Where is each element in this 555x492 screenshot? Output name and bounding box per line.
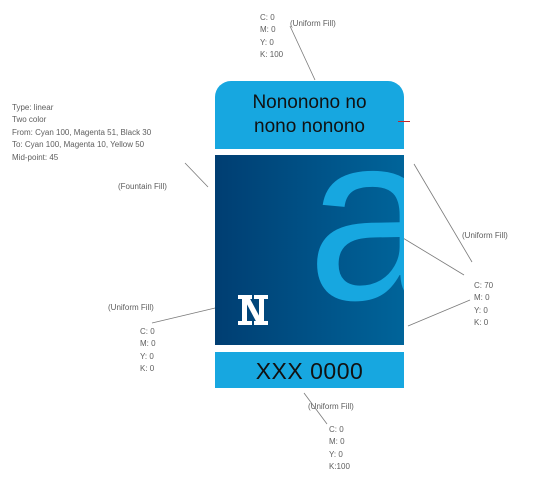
callout-bottom-values: C: 0 M: 0 Y: 0 K:100	[329, 424, 350, 474]
leader-top	[289, 25, 316, 81]
callout-left-values: C: 0 M: 0 Y: 0 K: 0	[140, 326, 156, 376]
callout-right-line: M: 0	[474, 293, 490, 303]
callout-gradient-line: Mid-point: 45	[12, 152, 59, 162]
callout-right-line: K: 0	[474, 318, 489, 328]
red-marker	[398, 121, 410, 122]
callout-gradient-line: Type: linear	[12, 103, 54, 112]
leader-gradient	[184, 162, 209, 188]
leader-right-1	[413, 163, 473, 263]
sign-top-band: Nononono no nono nonono	[215, 81, 404, 149]
callout-bottom-line: C: 0	[329, 425, 344, 434]
callout-top-line: K: 100	[260, 50, 284, 60]
callout-gradient-line: From: Cyan 100, Magenta 51, Black 30	[12, 127, 152, 137]
callout-top-line: M: 0	[260, 25, 276, 35]
callout-gradient-values: Type: linear Two color From: Cyan 100, M…	[12, 102, 151, 164]
callout-top-line: C: 0	[260, 13, 275, 22]
callout-right-values: C: 70 M: 0 Y: 0 K: 0	[474, 280, 493, 330]
callout-bottom-line: Y: 0	[329, 449, 343, 459]
callout-top-fill-type: (Uniform Fill)	[290, 19, 336, 28]
callout-top-line: Y: 0	[260, 37, 274, 47]
sign-top-line-1: Nononono no	[252, 92, 367, 113]
callout-bottom-line: M: 0	[329, 437, 345, 447]
leader-bottom	[303, 392, 328, 425]
sign-big-letter: a	[307, 155, 404, 345]
callout-right-line: C: 70	[474, 281, 494, 290]
callout-left-line: C: 0	[140, 327, 155, 336]
callout-left-line: M: 0	[140, 339, 156, 349]
callout-left-line: Y: 0	[140, 351, 154, 361]
callout-gradient-line: To: Cyan 100, Magenta 10, Yellow 50	[12, 140, 145, 150]
leader-right-3	[407, 299, 471, 327]
sign-gradient-panel: a	[215, 155, 404, 345]
callout-gradient-line: Two color	[12, 115, 47, 125]
sign-bottom-text: XXX 0000	[255, 358, 364, 384]
callout-right-line: Y: 0	[474, 305, 488, 315]
leader-right-2	[392, 231, 465, 276]
n-logo-icon	[238, 295, 268, 325]
sign-bottom-band: XXX 0000	[215, 352, 404, 388]
callout-left-line: K: 0	[140, 364, 155, 374]
sign-top-line-2: nono nonono	[254, 116, 365, 137]
callout-top-values: C: 0 M: 0 Y: 0 K: 100	[260, 12, 283, 62]
callout-bottom-fill-type: (Uniform Fill)	[308, 402, 354, 411]
callout-gradient-fill-type: (Fountain Fill)	[118, 182, 167, 191]
callout-left-fill-type: (Uniform Fill)	[108, 303, 154, 312]
callout-bottom-line: K:100	[329, 462, 350, 472]
callout-right-fill-type: (Uniform Fill)	[462, 231, 508, 240]
